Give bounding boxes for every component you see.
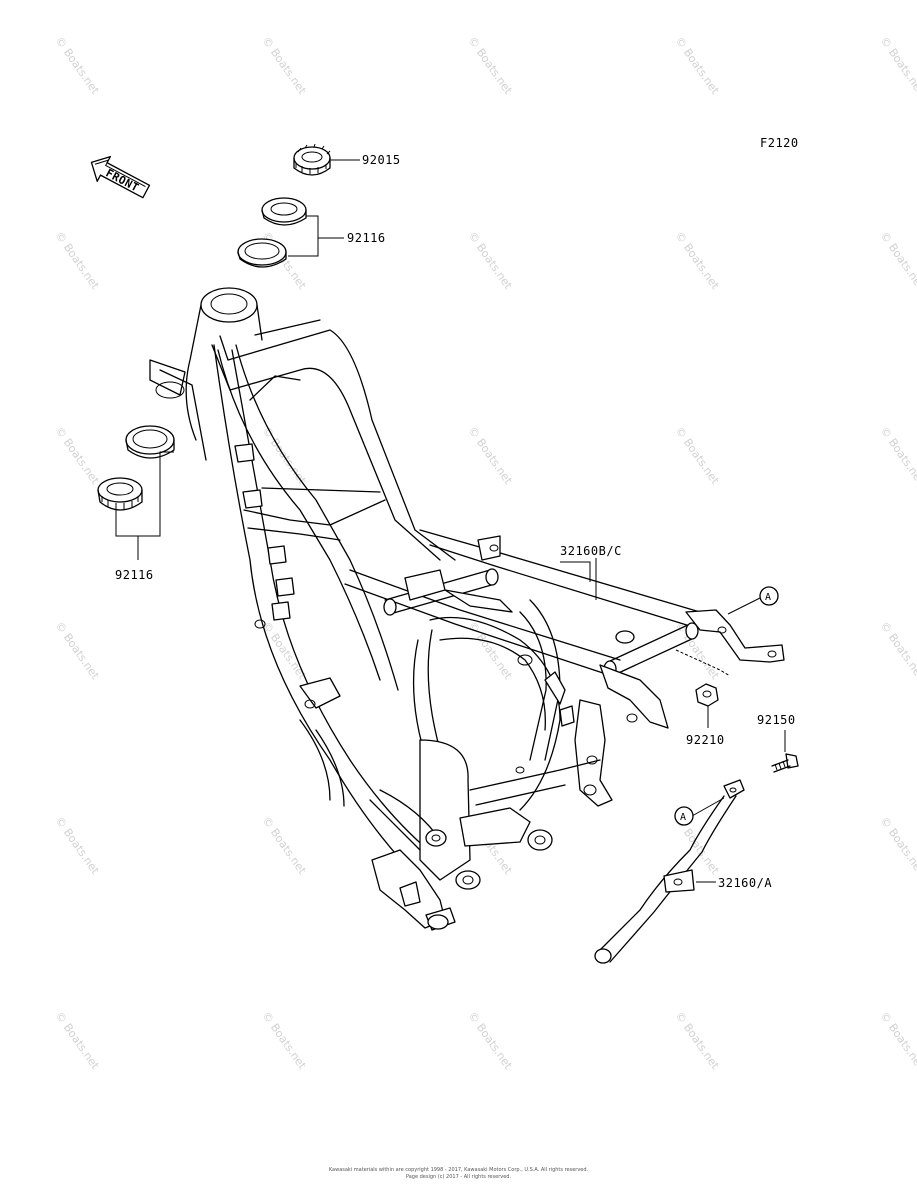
watermark-text: © Boats.net	[673, 34, 723, 97]
watermark-text: © Boats.net	[53, 34, 103, 97]
callout-32160bc: 32160B/C	[560, 544, 622, 558]
watermark-text: © Boats.net	[53, 619, 103, 682]
main-frame	[149, 287, 785, 931]
watermark-text: © Boats.net	[673, 229, 723, 292]
watermark-text: © Boats.net	[53, 229, 103, 292]
watermark-text: © Boats.net	[53, 1009, 103, 1072]
watermark-text: © Boats.net	[260, 34, 310, 97]
part-92015-nut	[293, 143, 331, 176]
callout-92116-left: 92116	[115, 568, 154, 582]
part-92150-bolt	[771, 753, 799, 773]
callout-92150: 92150	[757, 713, 796, 727]
footer-copyright: Kawasaki materials within are copyright …	[328, 1167, 589, 1173]
figure-code: F2120	[760, 136, 799, 150]
watermark-text: © Boats.net	[466, 34, 516, 97]
part-92210-nut	[695, 683, 719, 707]
callout-92210: 92210	[686, 733, 725, 747]
ref-a-lower-label: A	[680, 812, 686, 823]
leader-92116-top	[288, 215, 344, 257]
part-92116-bearing-left	[97, 425, 175, 511]
leader-92116-left	[115, 451, 174, 560]
watermark-text: © Boats.net	[260, 1009, 310, 1072]
watermark-text: © Boats.net	[673, 1009, 723, 1072]
watermark-text: © Boats.net	[466, 229, 516, 292]
watermark-text: © Boats.net	[878, 34, 917, 97]
leader-ref-a-lower	[691, 797, 725, 817]
ref-a-lower-circle	[674, 806, 694, 826]
watermark-text: © Boats.net	[53, 424, 103, 487]
ref-a-right-circle	[759, 586, 779, 606]
watermark-text: © Boats.net	[53, 814, 103, 877]
watermark-text: © Boats.net	[878, 1009, 917, 1072]
leader-92210-dash	[675, 649, 731, 677]
watermark-text: © Boats.net	[260, 619, 310, 682]
front-arrow-icon: FRONT	[90, 155, 151, 199]
watermark-text: © Boats.net	[878, 619, 917, 682]
part-92116-bearing-top	[237, 197, 307, 268]
watermark-text: © Boats.net	[878, 424, 917, 487]
leader-32160bc-a	[560, 561, 591, 582]
callout-32160a: 32160/A	[718, 876, 772, 890]
watermark-text: © Boats.net	[673, 424, 723, 487]
leader-ref-a-right	[727, 597, 761, 615]
watermark-text: © Boats.net	[466, 1009, 516, 1072]
footer-design: Page design (c) 2017 - All rights reserv…	[405, 1174, 512, 1180]
watermark-text: © Boats.net	[466, 619, 516, 682]
callout-92116-top: 92116	[347, 231, 386, 245]
watermark-text: © Boats.net	[878, 814, 917, 877]
watermark-text: © Boats.net	[260, 814, 310, 877]
watermark-text: © Boats.net	[466, 424, 516, 487]
callout-92015: 92015	[362, 153, 401, 167]
watermark-text: © Boats.net	[878, 229, 917, 292]
part-32160a-subframe	[594, 779, 745, 964]
ref-a-right-label: A	[765, 592, 771, 603]
